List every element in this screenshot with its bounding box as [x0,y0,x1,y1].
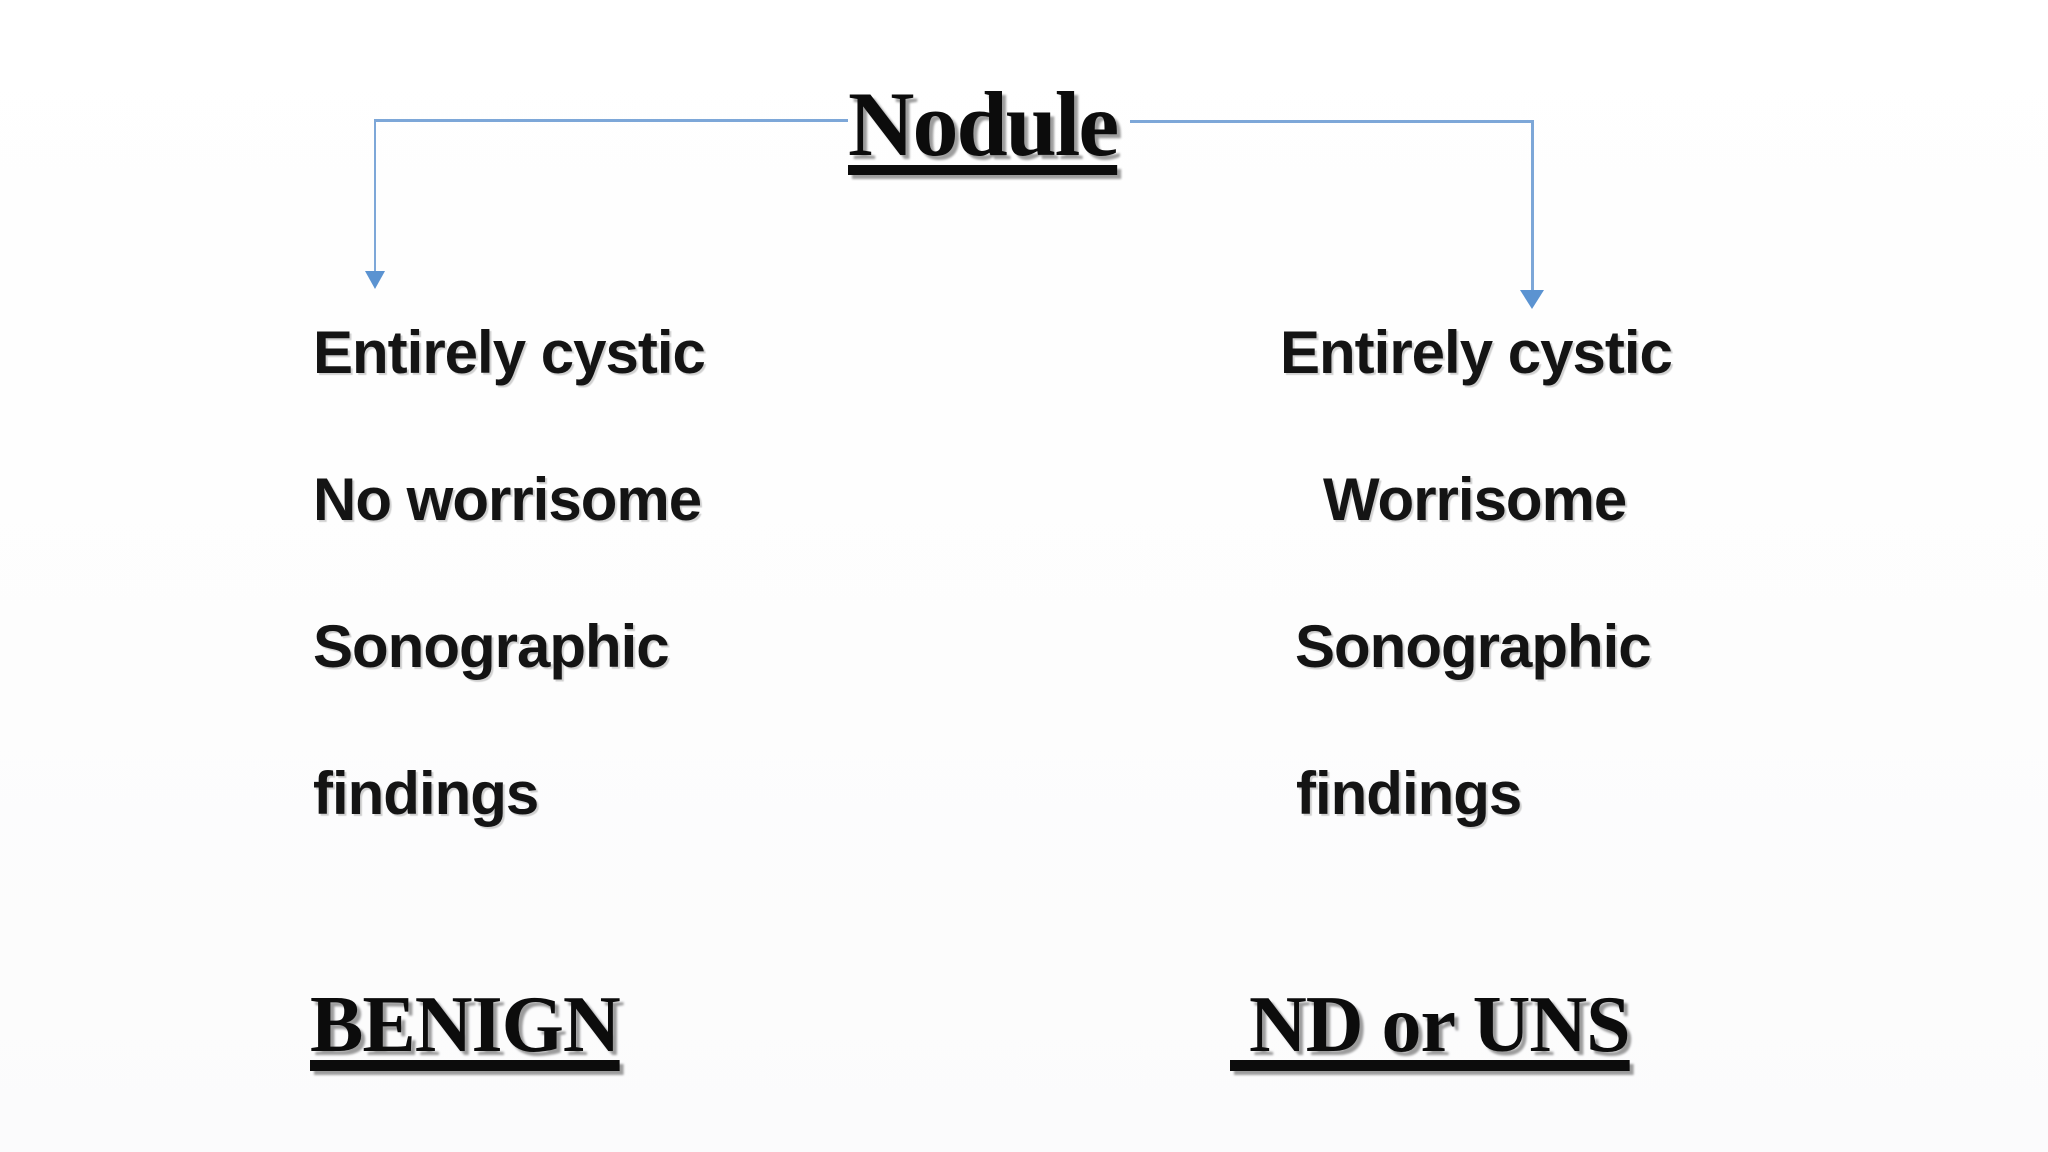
right-criteria-line: findings [1296,760,1522,827]
left-criteria-line: Sonographic [313,613,670,680]
left-criteria-column: Entirely cystic No worrisome Sonographic… [313,279,706,867]
connector-horizontal-line-right [1130,120,1533,123]
right-criteria-line: Worrisome [1323,466,1627,533]
connector-vertical-line-right [1531,120,1534,291]
left-criteria-line: No worrisome [313,466,702,533]
right-criteria-line: Sonographic [1295,613,1652,680]
nodule-title: Nodule [848,73,1119,175]
right-criteria-line: Entirely cystic [1280,319,1673,386]
arrow-down-icon [365,271,385,289]
left-criteria-line: Entirely cystic [313,319,706,386]
connector-horizontal-line-left [375,119,848,122]
nd-or-uns-result-label: ND or UNS [1230,981,1631,1069]
right-criteria-column: Entirely cystic Worrisome Sonographic fi… [1280,279,1673,867]
benign-result-label: BENIGN [310,981,621,1069]
connector-vertical-line-left [374,119,376,272]
arrow-down-icon [1520,290,1544,309]
left-criteria-line: findings [313,760,539,827]
